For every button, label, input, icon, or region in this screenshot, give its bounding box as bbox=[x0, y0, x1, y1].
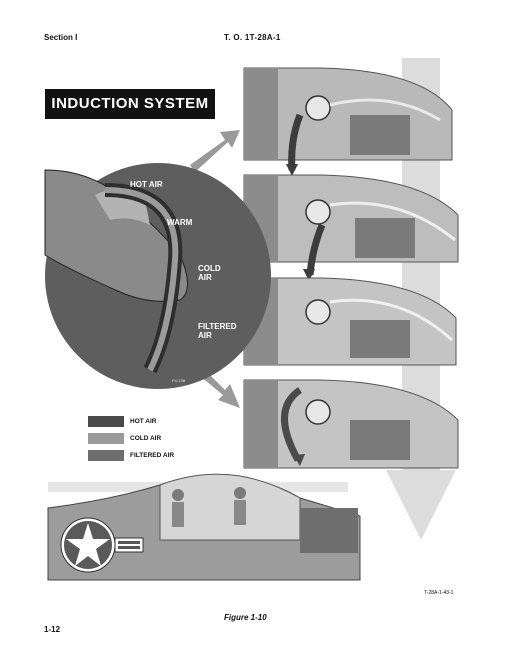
doc-number: T. O. 1T-28A-1 bbox=[224, 33, 281, 42]
aircraft-cutaway bbox=[47, 473, 361, 581]
dial-label-cold-air: COLD AIR bbox=[198, 264, 221, 282]
legend-item-cold-air: COLD AIR bbox=[88, 433, 174, 444]
airflow-diagram-hot bbox=[243, 67, 453, 176]
legend-label-cold: COLD AIR bbox=[130, 435, 162, 442]
section-header: Section I bbox=[44, 33, 78, 42]
legend-label-hot: HOT AIR bbox=[130, 418, 157, 425]
legend-item-filtered-air: FILTERED AIR bbox=[88, 450, 174, 461]
legend-swatch-hot bbox=[88, 416, 124, 427]
airflow-diagram-cold bbox=[243, 277, 457, 366]
selector-slot-inner bbox=[104, 187, 179, 372]
legend-item-hot-air: HOT AIR bbox=[88, 416, 174, 427]
legend-swatch-filtered bbox=[88, 450, 124, 461]
legend-swatch-cold bbox=[88, 433, 124, 444]
arrow-to-diagram-4 bbox=[200, 370, 240, 408]
dial-label-warm: WARM bbox=[167, 218, 193, 227]
dial-label-hot-air: HOT AIR bbox=[130, 180, 163, 189]
airflow-diagram-filtered bbox=[243, 379, 459, 469]
page-title: INDUCTION SYSTEM bbox=[45, 89, 215, 119]
legend-label-filtered: FILTERED AIR bbox=[130, 452, 175, 459]
figure-caption: Figure 1-10 bbox=[224, 613, 267, 622]
dial-label-filtered-air: FILTERED AIR bbox=[198, 322, 237, 340]
dial-code: FX-138 bbox=[172, 378, 186, 383]
figure-reference-code: T-28A-1-43-1 bbox=[424, 590, 454, 596]
legend: HOT AIR COLD AIR FILTERED AIR bbox=[88, 416, 174, 461]
arrow-to-diagram-1 bbox=[190, 130, 240, 172]
page-number: 1-12 bbox=[44, 625, 61, 634]
